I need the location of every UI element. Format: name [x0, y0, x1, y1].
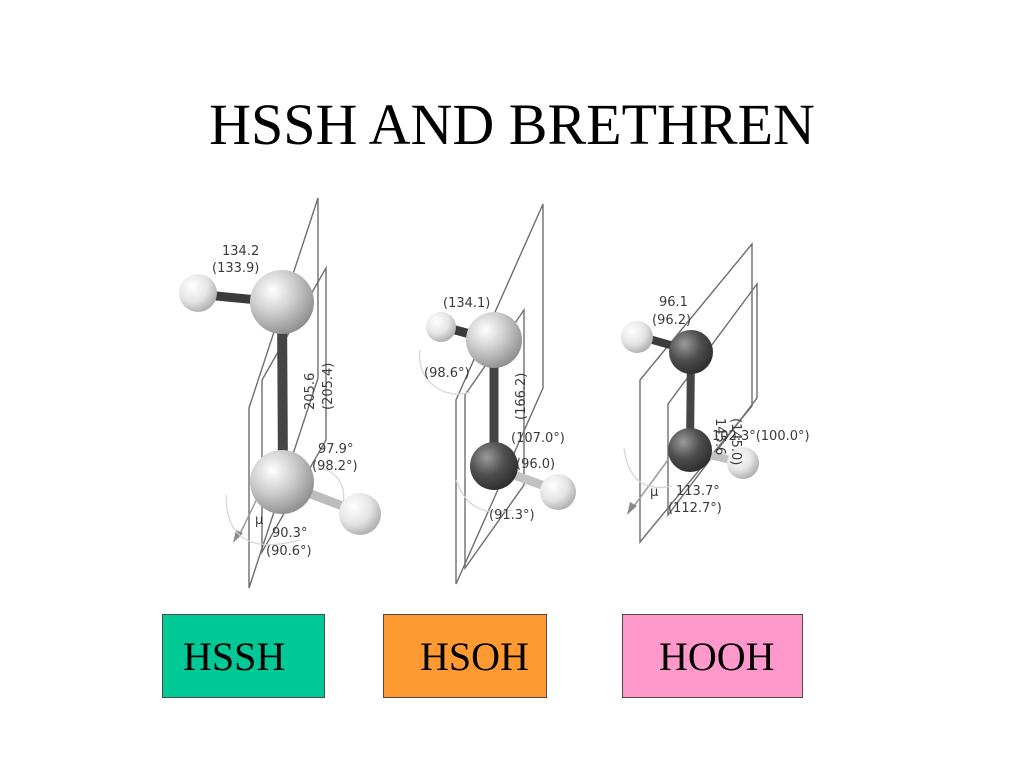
hssh-dihedral-alt-label: (90.6°) [266, 544, 312, 559]
hssh-dipole-label: μ [255, 513, 263, 528]
hssh-name-label: HSSH [183, 634, 286, 679]
hooh-molecule: 96.1 (96.2) 145.6 (145.0) 102.3°(100.0°)… [621, 242, 810, 544]
hsoh-atom-s [466, 312, 522, 368]
hsoh-soh-angle-alt-label: (107.0°) [511, 431, 565, 446]
hooh-oh-bond-label: 96.1 [659, 295, 688, 310]
hooh-oh-bond-alt-label: (96.2) [652, 313, 691, 328]
hooh-dipole-label: μ [650, 485, 658, 500]
hooh-dipole-arrow [623, 447, 673, 515]
hssh-molecule: 134.2 (133.9) 205.6 (205.4) 97.9° (98.2°… [179, 197, 381, 589]
hsoh-oh-bond-alt-label: (96.0) [516, 457, 555, 472]
hsoh-atom-h-upper [426, 312, 456, 342]
slide-title: HSSH AND BRETHREN [209, 92, 815, 157]
hssh-atom-h-upper [179, 274, 217, 312]
hssh-atom-s-lower [250, 450, 314, 514]
hssh-sh-bond-label: 134.2 [222, 244, 259, 259]
hooh-oo-bond-alt-label: (145.0) [728, 418, 743, 465]
hssh-atom-s-upper [250, 270, 314, 334]
hssh-dihedral-label: 90.3° [272, 526, 307, 541]
hooh-dihedral-alt-label: (112.7°) [668, 501, 722, 516]
hooh-atom-o-lower [668, 428, 712, 472]
hooh-dihedral-label: 113.7° [676, 484, 720, 499]
hooh-angle-label: 102.3°(100.0°) [712, 429, 810, 444]
hsoh-dipole-arrow [418, 349, 513, 513]
hooh-atom-h-lower [727, 447, 759, 479]
hssh-angle-label: 97.9° [318, 442, 353, 457]
hssh-angle-alt-label: (98.2°) [312, 459, 358, 474]
hooh-name-label: HOOH [659, 634, 775, 679]
hsoh-dihedral-alt-label: (91.3°) [489, 508, 535, 523]
hssh-atom-h-lower [339, 493, 381, 535]
hssh-name-box: HSSH [162, 614, 325, 698]
hooh-atom-h-upper [621, 321, 653, 353]
hsoh-name-label: HSOH [420, 634, 529, 679]
hsoh-hso-angle-alt-label: (98.6°) [424, 366, 470, 381]
hooh-planes [639, 242, 758, 544]
hssh-sh-bond-alt-label: (133.9) [212, 261, 259, 276]
hssh-ss-bond-alt-label: (205.4) [321, 363, 336, 410]
hooh-oo-bond-label: 145.6 [712, 418, 727, 455]
hsoh-name-box: HSOH [383, 614, 547, 698]
hsoh-so-bond-alt-label: (166.2) [514, 373, 529, 420]
hsoh-molecule: (134.1) (98.6°) (166.2) (107.0°) (96.0) … [418, 203, 576, 585]
hooh-name-box: HOOH [622, 614, 803, 698]
hsoh-atom-o [470, 442, 518, 490]
hsoh-planes [455, 203, 544, 585]
hssh-ss-bond-label: 205.6 [303, 373, 318, 410]
hooh-atom-o-upper [669, 330, 713, 374]
hsoh-atom-h-lower [540, 474, 576, 510]
hsoh-sh-bond-alt-label: (134.1) [443, 296, 490, 311]
